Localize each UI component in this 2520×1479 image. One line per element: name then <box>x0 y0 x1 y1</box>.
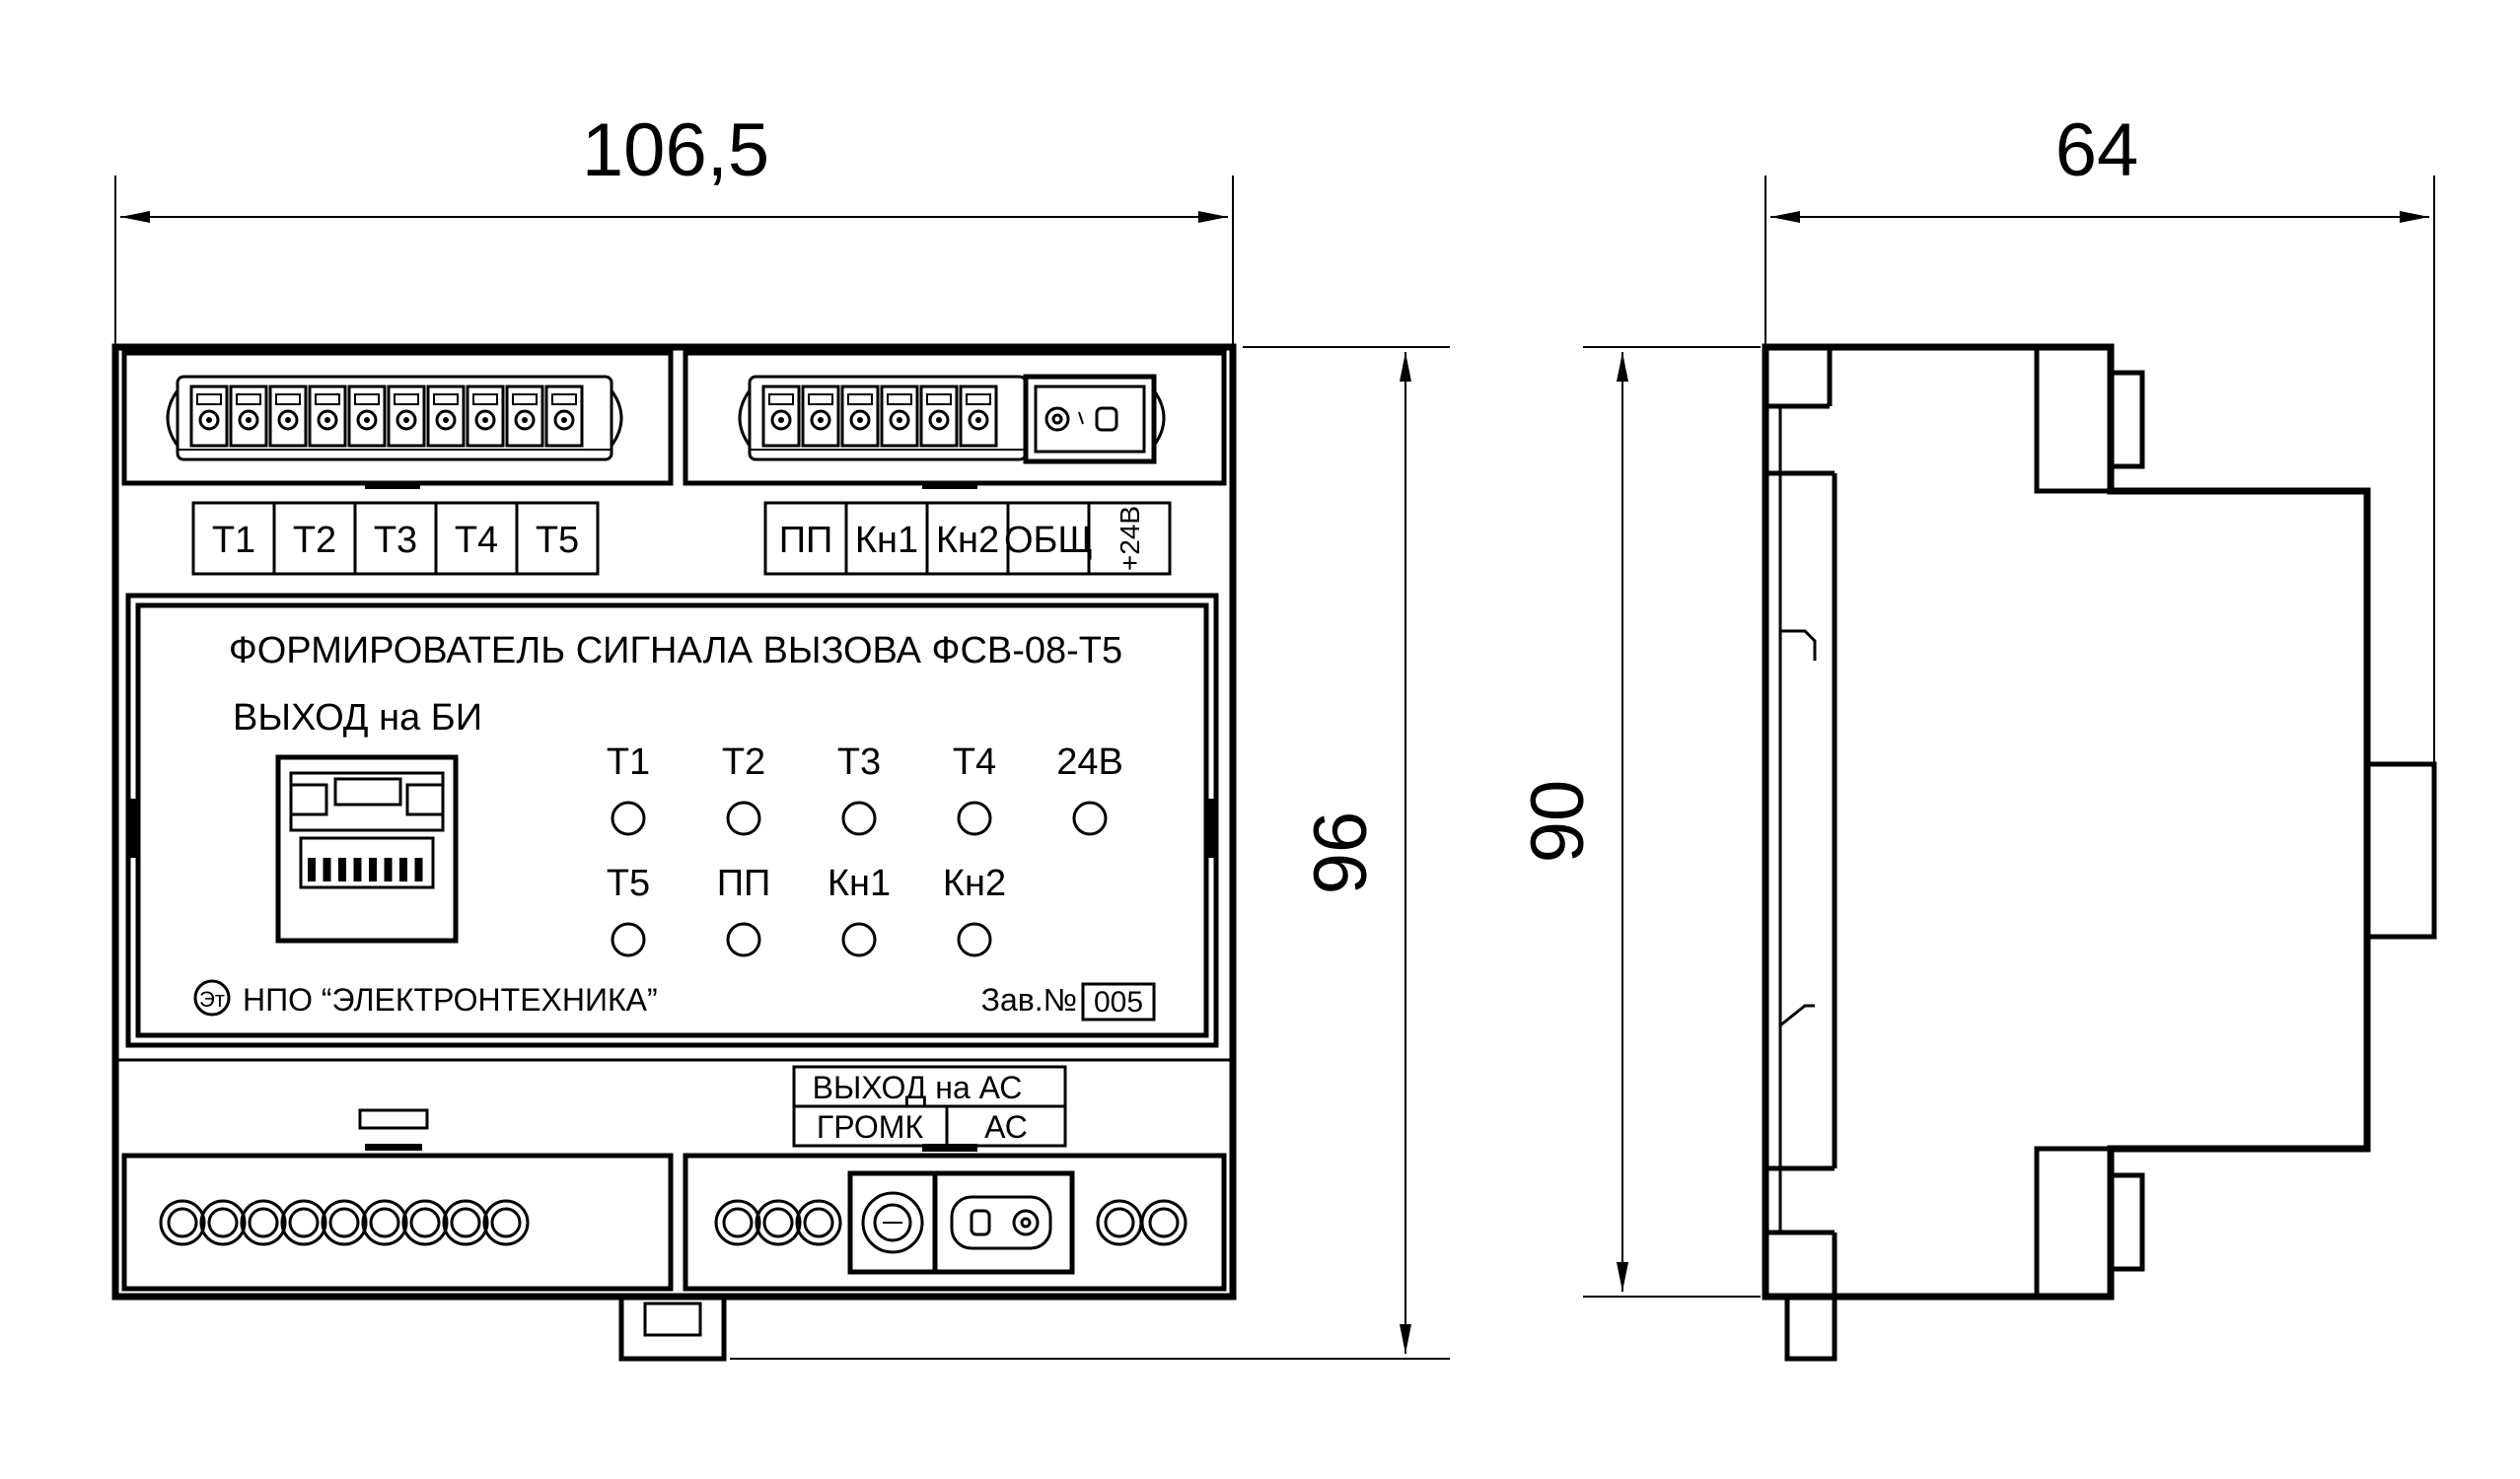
indicator-led-icon <box>957 922 992 957</box>
screw-terminal-icon <box>401 1199 449 1246</box>
terminal-cell <box>347 385 387 448</box>
screw-terminal-icon <box>755 1199 802 1246</box>
terminal-label: ПП <box>779 520 833 561</box>
manufacturer-logo-icon: Эт <box>193 979 231 1017</box>
terminal-cell <box>308 385 347 448</box>
terminal-label: Т2 <box>293 520 336 561</box>
screw-terminal-icon <box>482 1199 530 1246</box>
terminal-cell <box>880 385 919 448</box>
side-view <box>1762 343 2437 1362</box>
side-height-label: 90 <box>1516 780 1600 864</box>
terminal-label: Кн2 <box>936 520 999 561</box>
output-as-table: ВЫХОД на АС ГРОМК АС <box>792 1065 1067 1148</box>
terminal-cell <box>426 385 466 448</box>
output-bi-label: ВЫХОД на БИ <box>233 697 482 739</box>
terminal-label-box <box>1087 501 1172 576</box>
front-height-label: 96 <box>1299 811 1383 895</box>
screw-terminal-icon <box>321 1199 368 1246</box>
terminal-cell <box>505 385 544 448</box>
terminal-cell <box>229 385 268 448</box>
serial-box <box>1081 982 1156 1021</box>
indicator-label: ПП <box>717 863 771 904</box>
terminal-label: Т3 <box>374 520 417 561</box>
connector-top-right <box>738 374 1166 464</box>
indicator-label: Т5 <box>607 863 650 904</box>
terminal-cell <box>544 385 584 448</box>
screw-terminal-icon <box>1140 1199 1188 1246</box>
screw-terminal-icon <box>280 1199 327 1246</box>
dimension-front-height: 96 <box>730 346 1450 1360</box>
terminal-label-box <box>515 501 600 576</box>
front-width-label: 106,5 <box>582 108 769 192</box>
terminal-label: Т4 <box>455 520 498 561</box>
side-width-label: 64 <box>2055 108 2139 192</box>
din-latch <box>358 1108 429 1130</box>
screw-terminal-icon <box>1096 1199 1143 1246</box>
indicator-leds: Т1 Т2 Т3 Т4 24В Т5 ПП Кн1 Кн2 <box>607 741 1123 957</box>
panel-title: ФОРМИРОВАТЕЛЬ СИГНАЛА ВЫЗОВА ФСВ-08-Т5 <box>229 630 1122 671</box>
screw-terminal-icon <box>714 1199 761 1246</box>
indicator-label: Т4 <box>953 741 996 783</box>
rj45-jack-icon <box>275 754 459 944</box>
indicator-led-icon <box>841 801 877 836</box>
terminal-labels-left: Т1 Т2 Т3 Т4 Т5 <box>191 501 600 576</box>
indicator-led-icon <box>841 922 877 957</box>
terminal-cell <box>189 385 229 448</box>
indicator-label: Т3 <box>837 741 881 783</box>
bottom-left-terminal-block <box>121 1153 674 1292</box>
terminal-cell <box>919 385 959 448</box>
bottom-right-terminal-block <box>683 1153 1227 1292</box>
dimension-side-width: 64 <box>1764 108 2435 769</box>
screw-terminal-icon <box>442 1199 489 1246</box>
indicator-label: 24В <box>1056 741 1123 783</box>
connector-top-left <box>166 375 623 461</box>
indicator-led-icon <box>957 801 992 836</box>
output-as-header: ВЫХОД на АС <box>813 1070 1023 1105</box>
terminal-cell <box>268 385 308 448</box>
indicator-label: Кн1 <box>828 863 891 904</box>
speaker-connector-icon <box>847 1170 1075 1275</box>
output-as-left: ГРОМК <box>817 1109 924 1145</box>
serial-number: 005 <box>1094 986 1143 1019</box>
indicator-label: Кн2 <box>943 863 1006 904</box>
terminal-cell <box>387 385 426 448</box>
svg-text:Эт: Эт <box>199 987 225 1012</box>
indicator-led-icon <box>726 801 761 836</box>
side-front-protrusion <box>2364 761 2437 940</box>
din-clip <box>618 1294 727 1362</box>
dimension-side-height: 90 <box>1516 346 1761 1298</box>
screw-terminal-icon <box>795 1199 842 1246</box>
terminal-label: Кн1 <box>855 520 918 561</box>
terminal-label: +24В <box>1115 506 1145 571</box>
terminal-cell <box>801 385 840 448</box>
terminal-label: Т1 <box>212 520 255 561</box>
dimension-front-width: 106,5 <box>114 108 1234 347</box>
indicator-label: Т1 <box>607 741 650 783</box>
terminal-cell <box>840 385 880 448</box>
terminal-label: ОБЩ <box>1004 520 1093 561</box>
terminal-label: Т5 <box>536 520 579 561</box>
screw-terminal-icon <box>159 1199 206 1246</box>
terminal-cell <box>761 385 801 448</box>
terminal-cell <box>959 385 998 448</box>
output-as-right: АС <box>984 1109 1028 1145</box>
terminal-cell <box>466 385 505 448</box>
indicator-led-icon <box>611 922 646 957</box>
serial-label: Зав.№ <box>981 982 1077 1018</box>
indicator-led-icon <box>726 922 761 957</box>
screw-terminal-icon <box>240 1199 287 1246</box>
indicator-led-icon <box>1072 801 1108 836</box>
indicator-led-icon <box>611 801 646 836</box>
manufacturer-name: НПО “ЭЛЕКТРОНТЕХНИКА” <box>243 982 658 1018</box>
screw-terminal-icon <box>199 1199 247 1246</box>
screw-terminal-icon <box>361 1199 408 1246</box>
indicator-label: Т2 <box>722 741 765 783</box>
